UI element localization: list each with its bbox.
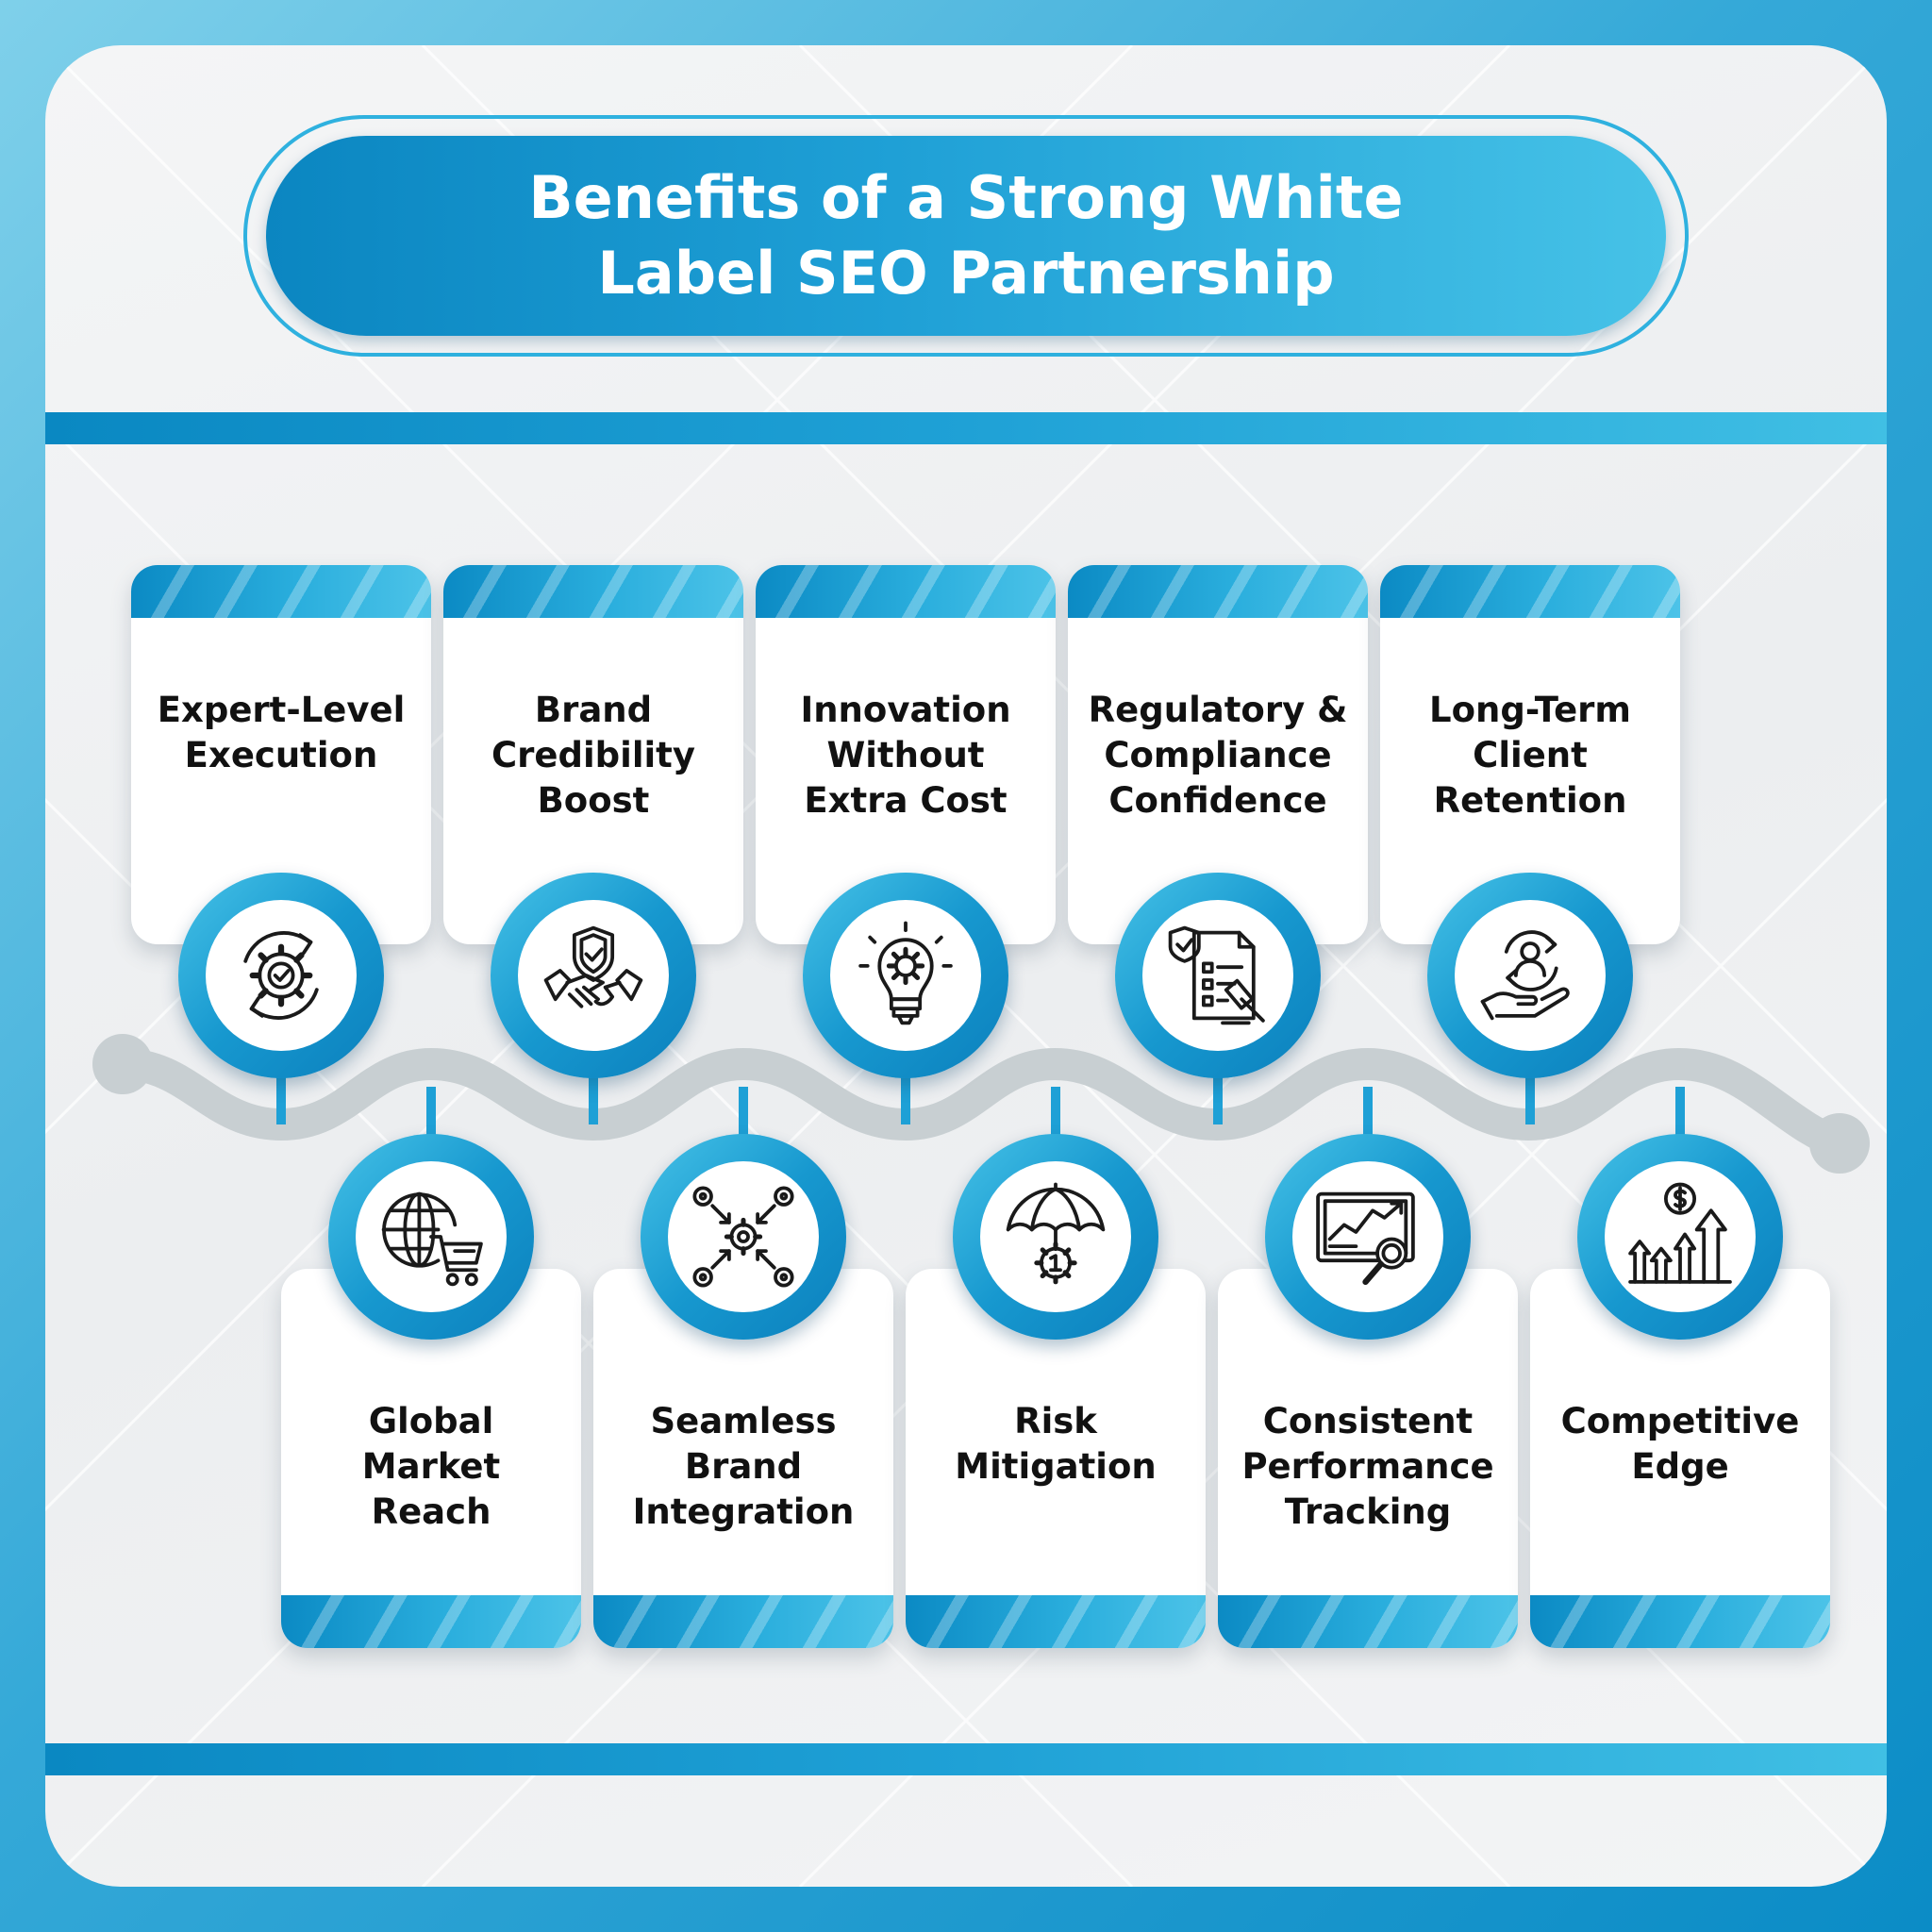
top-band — [45, 412, 1887, 444]
connector-bottom-5 — [1675, 1087, 1685, 1136]
chart-magnifier-icon — [1316, 1191, 1415, 1286]
card-stripe — [906, 1595, 1206, 1648]
connector-top-5 — [1525, 1075, 1535, 1124]
title-outline — [243, 115, 1689, 357]
card-stripe — [1530, 1595, 1830, 1648]
hand-person-cycle-icon — [1480, 930, 1570, 1021]
connector-top-3 — [901, 1075, 910, 1124]
icon-ring-bottom-4 — [1265, 1134, 1471, 1340]
connector-top-4 — [1213, 1075, 1223, 1124]
connector-bottom-1 — [426, 1087, 436, 1136]
icon-ring-top-1 — [178, 873, 384, 1078]
connector-bottom-3 — [1051, 1087, 1060, 1136]
lightbulb-gear-icon — [858, 921, 953, 1025]
card-stripe — [1380, 565, 1680, 618]
icon-ring-top-4 — [1115, 873, 1321, 1078]
icon-ring-top-3 — [803, 873, 1008, 1078]
connector-top-1 — [276, 1075, 286, 1124]
card-stripe — [756, 565, 1056, 618]
connector-bottom-4 — [1363, 1087, 1373, 1136]
card-stripe — [1218, 1595, 1518, 1648]
gear-check-cycle-icon — [243, 931, 319, 1020]
card-stripe — [131, 565, 431, 618]
title-line-2: Label SEO Partnership — [597, 239, 1335, 308]
umbrella-gear-icon — [1006, 1182, 1106, 1285]
card-stripe — [281, 1595, 581, 1648]
card-stripe — [593, 1595, 893, 1648]
connector-bottom-2 — [739, 1087, 748, 1136]
icon-ring-top-5 — [1427, 873, 1633, 1078]
shield-handshake-icon — [543, 925, 643, 1008]
title-banner: Benefits of a Strong White Label SEO Par… — [266, 136, 1666, 336]
connector-top-2 — [589, 1075, 598, 1124]
checklist-gavel-icon — [1168, 925, 1265, 1025]
gear-network-icon — [692, 1186, 794, 1288]
icon-ring-bottom-3 — [953, 1134, 1158, 1340]
card-stripe — [443, 565, 743, 618]
bottom-band — [45, 1743, 1887, 1775]
icon-ring-bottom-2 — [641, 1134, 846, 1340]
icon-ring-bottom-1 — [328, 1134, 534, 1340]
icon-ring-bottom-5 — [1577, 1134, 1783, 1340]
title-line-1: Benefits of a Strong White — [528, 163, 1404, 232]
globe-cart-icon — [381, 1191, 483, 1287]
page-title: Benefits of a Strong White Label SEO Par… — [528, 160, 1403, 311]
dollar-growth-arrows-icon — [1628, 1182, 1732, 1284]
card-stripe — [1068, 565, 1368, 618]
icon-ring-top-2 — [491, 873, 696, 1078]
